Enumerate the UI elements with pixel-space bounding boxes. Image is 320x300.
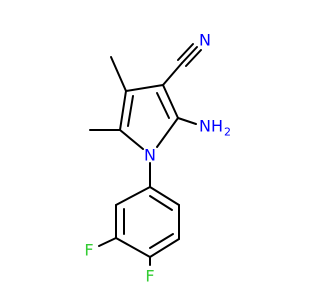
bond-nitrile-triple-1 xyxy=(181,46,198,64)
nitrile-nitrogen-label: N xyxy=(199,31,211,50)
amine-label: NH xyxy=(199,117,223,136)
bond-ph-c4-c5-inner xyxy=(149,233,174,249)
fluorine-meta-label: F xyxy=(84,241,93,260)
bond-ph-fluorine-meta xyxy=(98,237,117,247)
structure-diagram: N N NH 2 F F xyxy=(84,31,231,286)
bond-c3-c2 xyxy=(162,84,179,119)
bond-c4-methyl xyxy=(110,56,127,92)
ring-nitrogen-label: N xyxy=(144,146,156,165)
fluorine-para-label: F xyxy=(145,267,154,286)
bond-c3-cn xyxy=(162,62,183,86)
bond-c4-c3 xyxy=(125,84,164,92)
bond-c2-n1 xyxy=(156,117,179,148)
bond-c2-amine xyxy=(177,117,197,125)
amine-subscript: 2 xyxy=(224,126,231,139)
bond-ph-c6-c1 xyxy=(149,186,180,206)
bond-c5-c4 xyxy=(119,90,127,131)
bond-nitrile-triple-3 xyxy=(185,49,202,67)
bond-nitrile-triple-2 xyxy=(177,43,194,61)
bond-c3-c2-inner xyxy=(156,92,170,119)
bond-c5-n1 xyxy=(119,129,144,150)
bond-ph-c3-c4 xyxy=(115,237,151,258)
bond-ph-c4-c5 xyxy=(149,238,180,258)
bond-c5-c4-inner xyxy=(127,95,134,127)
bond-ph-c1-c2 xyxy=(115,186,151,206)
bond-ph-c6-c1-inner xyxy=(149,195,173,211)
